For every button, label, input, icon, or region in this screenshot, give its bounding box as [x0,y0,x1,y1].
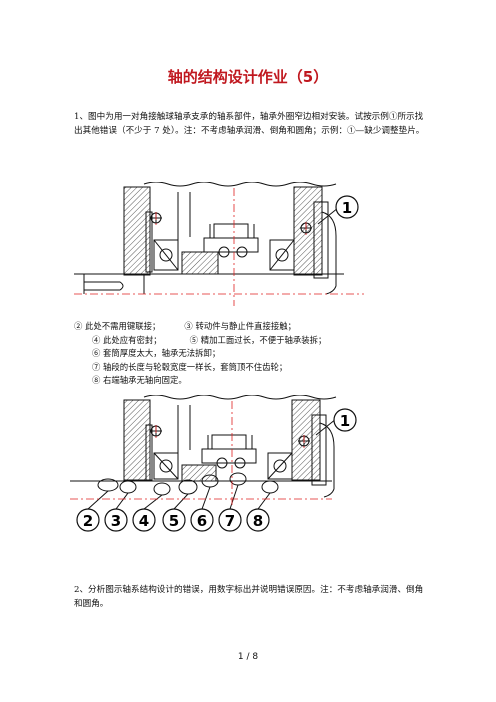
callout-6-label: 6 [197,512,207,530]
callout-8-label: 8 [253,512,263,530]
callout-2-circle [76,508,100,532]
callout-5-circle [162,508,186,532]
page-title: 轴的结构设计作业（5） [167,68,329,86]
callout-1-label: 1 [340,412,350,430]
callout-7-label: 7 [225,512,235,530]
shaft-drawing-1: 1 [74,182,364,306]
page-number: 1 / 8 [237,652,259,662]
note-3: ③ 转动件与静止件直接接触； [184,321,296,331]
callout-6-circle [190,508,214,532]
question-1-text: 1、图中为用一对角接触球轴承支承的轴系部件，轴承外圈窄边相对安装。试按示例①所示… [74,112,425,136]
callout-4-circle [132,508,156,532]
note-7: ⑦ 轴段的长度与轮毂宽度一样长，套筒顶不住齿轮； [92,361,288,372]
callout-4-label: 4 [139,512,149,530]
callout-2-label: 2 [83,512,93,530]
error-notes: ② 此处不需用键联接； ③ 转动件与静止件直接接触； ④ 此处应有密封； ⑤ 精加工… [74,320,326,388]
callout-8-circle [246,508,270,532]
callout-1-circle [335,195,359,219]
callout-7-circle [218,508,242,532]
note-8: ⑧ 右端轴承无轴向固定。 [92,375,187,386]
note-4: ④ 此处应有密封； [92,334,162,345]
callout-1-circle [333,408,357,432]
callout-3-circle [104,508,128,532]
note-5: ⑤ 精加工面过长，不便于轴承装拆； [189,334,327,345]
shaft-drawing-2: 1 2 3 4 5 6 7 8 [70,395,357,532]
callout-3-label: 3 [111,512,121,530]
question-2-text: 2、分析图示轴系结构设计的错误，用数字标出并说明错误原因。注：不考虑轴承润滑、倒… [74,585,424,609]
callout-5-label: 5 [169,512,179,530]
note-6: ⑥ 套筒厚度太大，轴承无法拆卸； [92,348,221,359]
note-2: ② 此处不需用键联接； [74,321,161,331]
callout-1-label: 1 [342,199,352,217]
